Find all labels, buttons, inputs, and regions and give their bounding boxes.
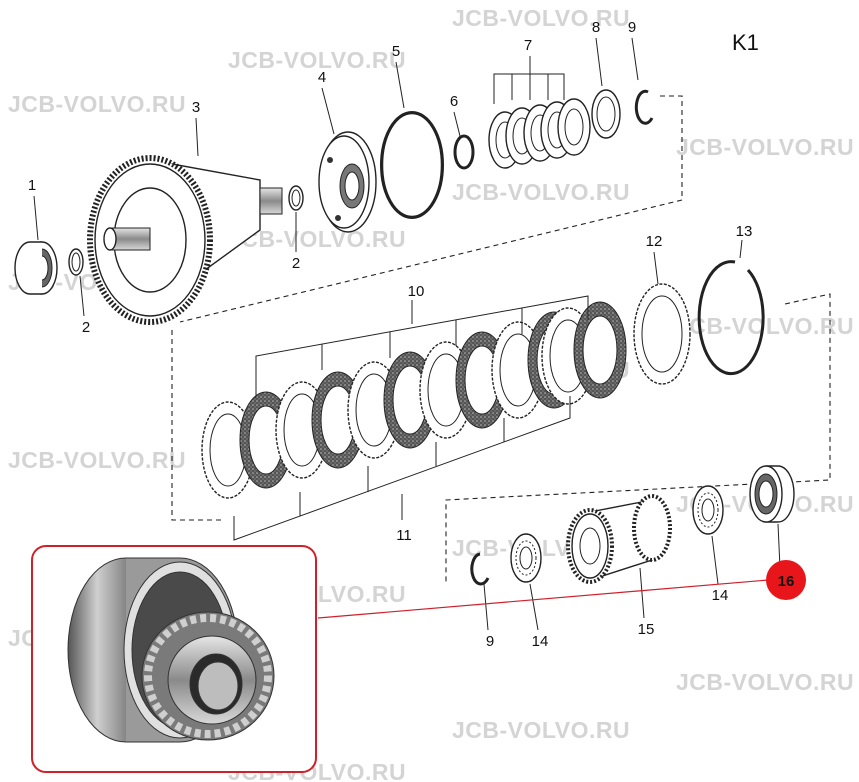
part-10-11-clutch-discs [201, 301, 627, 499]
part-12-plate [633, 283, 691, 385]
part-labels: 1 2 3 4 5 6 7 8 9 2 10 11 12 13 9 14 15 … [28, 19, 753, 650]
label-9: 9 [628, 19, 636, 36]
watermark-text: JCB-VOLVO.RU [452, 717, 630, 743]
label-5: 5 [392, 43, 400, 60]
part-6-ring [453, 134, 475, 170]
part-13-snap-ring [697, 260, 765, 376]
label-15: 15 [638, 621, 655, 638]
callout-16-label: 16 [778, 573, 795, 590]
watermark-text: JCB-VOLVO.RU [228, 47, 406, 73]
label-6: 6 [450, 93, 458, 110]
label-8: 8 [592, 19, 600, 36]
callout-16: 16 [317, 560, 806, 619]
callout-badge [766, 560, 806, 600]
part-5-o-ring [380, 111, 444, 219]
label-14: 14 [712, 587, 729, 604]
part-1-bearing [14, 241, 58, 295]
label-13: 13 [736, 223, 753, 240]
leader-lines [33, 37, 781, 631]
part-2-ring [288, 185, 304, 211]
part-14-roller-bearing [510, 533, 542, 583]
part-9-snap-ring [470, 552, 490, 586]
part-2-ring [68, 248, 84, 276]
part-14-roller-bearing [692, 485, 724, 535]
part-9-snap-ring [634, 89, 654, 125]
label-1: 1 [28, 177, 36, 194]
part-7-disc-stack [488, 98, 591, 169]
label-4: 4 [318, 69, 326, 86]
watermark-text: JCB-VOLVO.RU [8, 447, 186, 473]
label-9: 9 [486, 633, 494, 650]
assembly-outlines [171, 95, 831, 582]
watermark-text: JCB-VOLVO.RU [8, 91, 186, 117]
diagram-title: K1 [732, 30, 759, 55]
watermark-text: JCB-VOLVO.RU [452, 179, 630, 205]
part-15-gear-shaft [566, 494, 672, 584]
label-7: 7 [524, 37, 532, 54]
watermark-text: JCB-VOLVO.RU [676, 669, 854, 695]
part-4-piston [318, 131, 377, 233]
watermark-text: JCB-VOLVO.RU [452, 5, 630, 31]
label-14: 14 [532, 633, 549, 650]
label-2: 2 [292, 255, 300, 272]
watermark-text: JCB-VOLVO.RU [676, 313, 854, 339]
label-2: 2 [82, 319, 90, 336]
part-3-gear-carrier [87, 155, 283, 325]
part-8-washer [591, 89, 621, 139]
label-11: 11 [396, 527, 412, 544]
group-brackets [233, 73, 589, 541]
bearing-photo-inset [31, 545, 317, 773]
label-12: 12 [646, 233, 663, 250]
label-10: 10 [408, 283, 425, 300]
watermark-text: JCB-VOLVO.RU [676, 134, 854, 160]
label-3: 3 [192, 99, 200, 116]
part-16-bearing [749, 465, 795, 523]
